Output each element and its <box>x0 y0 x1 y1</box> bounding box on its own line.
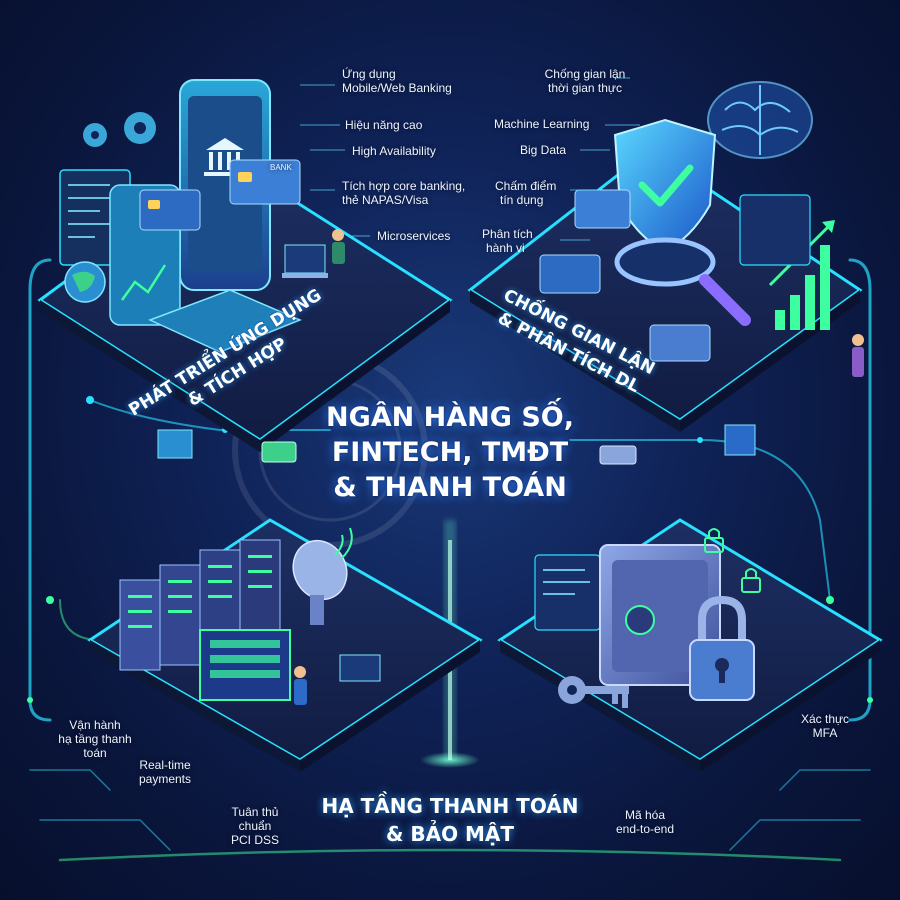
label-app-mobile-line1: Ứng dụng <box>342 67 396 81</box>
label-high-performance: Hiệu năng cao <box>345 118 423 132</box>
label-realtime-payments-line1: Real-time <box>139 758 191 772</box>
label-realtime-payments-line2: payments <box>138 772 192 786</box>
label-operate-infra-line2: hạ tầng thanh <box>58 732 132 746</box>
label-core-banking-line1: Tích hợp core banking, <box>342 179 466 193</box>
bar-chart-icon <box>775 245 830 330</box>
label-mfa-line1: Xác thực <box>800 712 850 726</box>
label-operate-infra-line3: toán <box>83 746 107 760</box>
label-realtime-fraud-line1: Chống gian lận <box>544 67 626 81</box>
label-behavior-analysis-line1: Phân tích <box>482 227 533 241</box>
label-big-data: Big Data <box>520 143 567 157</box>
platform-title-infra: HẠ TẦNG THANH TOÁN & BẢO MẬT <box>321 794 579 846</box>
label-e2e-line1: Mã hóa <box>624 808 666 822</box>
label-core-banking-line2: thẻ NAPAS/Visa <box>342 193 429 207</box>
brain-icon <box>707 81 813 159</box>
label-credit-scoring-line2: tín dụng <box>500 193 544 207</box>
platform-infra <box>87 518 483 772</box>
connector-nodes <box>157 424 756 465</box>
label-microservices: Microservices <box>377 229 451 243</box>
label-operate-infra-line1: Vận hành <box>69 718 121 732</box>
label-pci-line2: chuẩn <box>238 819 272 833</box>
label-machine-learning: Machine Learning <box>494 117 590 131</box>
key-icon <box>558 676 629 708</box>
label-pci-line1: Tuân thủ <box>231 805 279 819</box>
label-app-mobile-line2: Mobile/Web Banking <box>342 81 452 95</box>
label-mfa-line2: MFA <box>812 726 838 740</box>
label-leaders <box>300 77 640 241</box>
satellite-dish-icon <box>292 527 353 625</box>
padlock-icon <box>689 595 755 701</box>
label-credit-scoring-line1: Chấm điểm <box>495 179 557 193</box>
label-pci-line3: PCI DSS <box>230 833 279 847</box>
platform-security <box>497 518 883 772</box>
platform-app-dev <box>37 79 453 452</box>
label-behavior-analysis-line2: hành vi <box>486 241 525 255</box>
lock-icon <box>704 528 761 593</box>
label-realtime-fraud-line2: thời gian thực <box>548 81 622 95</box>
gear-icon <box>83 112 156 147</box>
label-high-availability: High Availability <box>352 144 436 158</box>
platform-fraud <box>467 81 864 432</box>
label-e2e-line2: end-to-end <box>615 822 675 836</box>
card-label-bank: BANK <box>270 163 292 172</box>
central-title: NGÂN HÀNG SỐ, FINTECH, TMĐT & THANH TOÁN <box>326 402 574 503</box>
